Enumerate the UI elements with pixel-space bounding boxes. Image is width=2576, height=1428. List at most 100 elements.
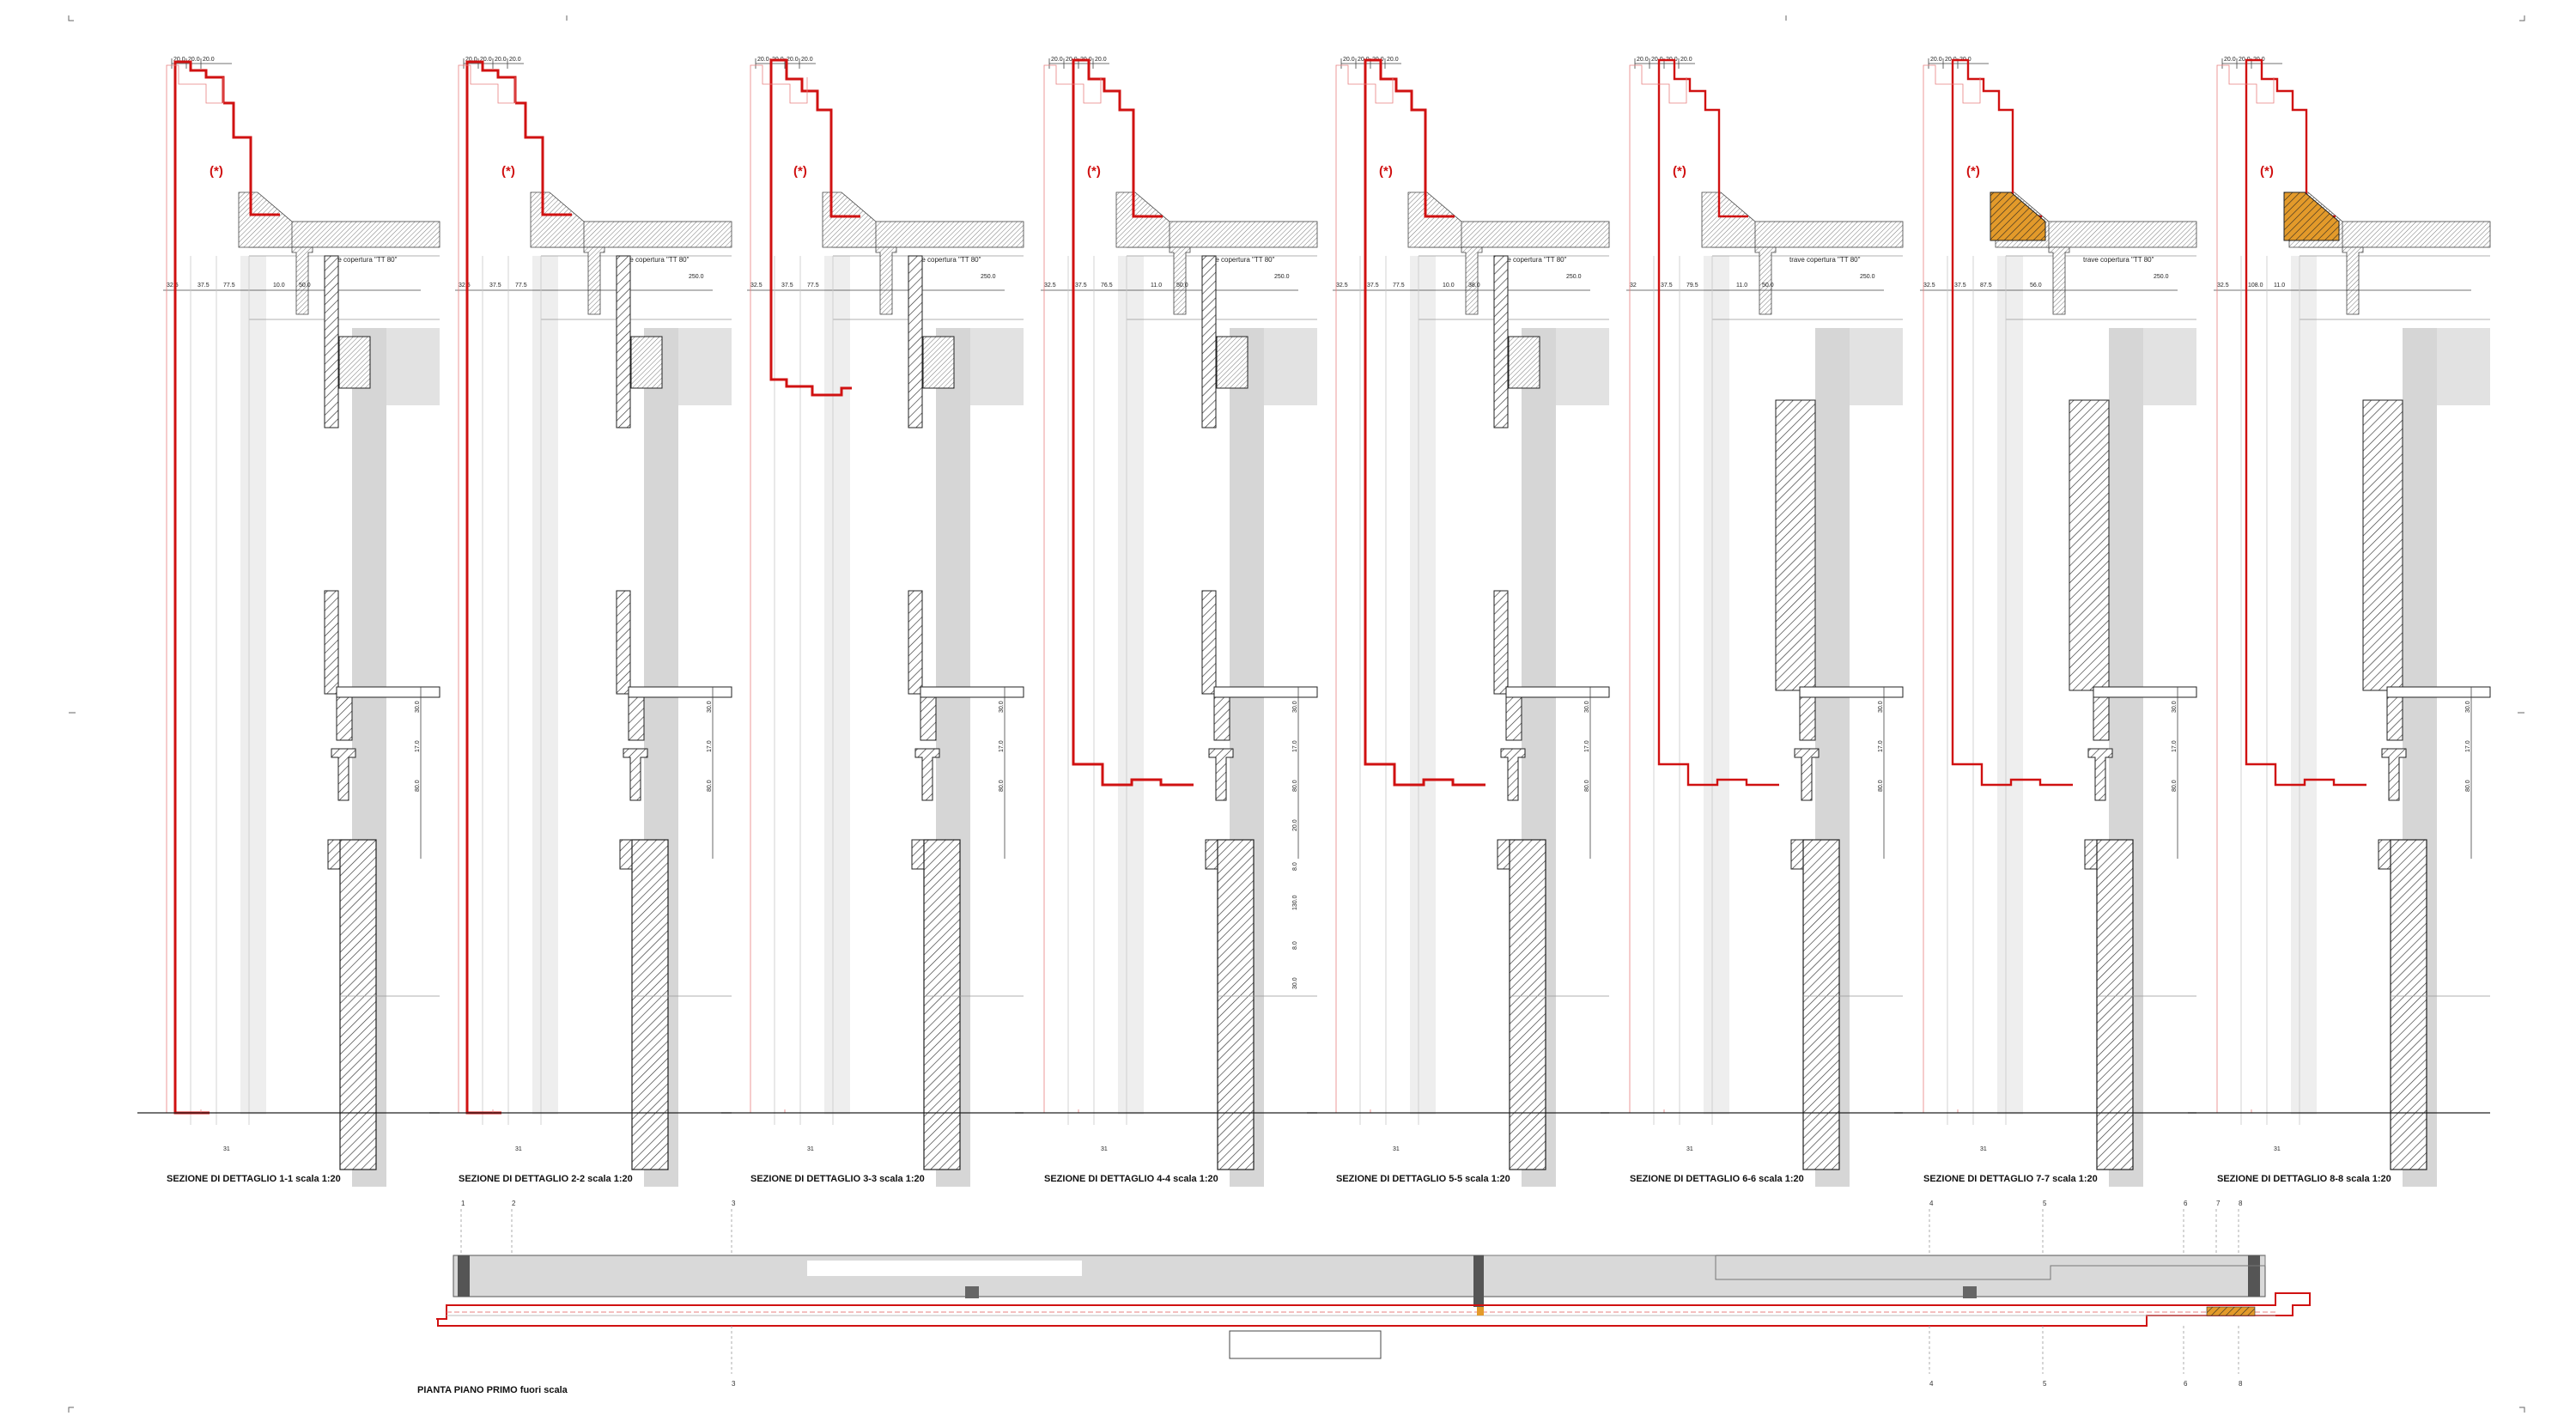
row-dimension: 32.5 bbox=[167, 283, 179, 289]
lower-wall bbox=[1802, 839, 1840, 1170]
row-dimension: 11.0 bbox=[2274, 283, 2285, 289]
floor-slab bbox=[2093, 686, 2197, 698]
slab-soffit-band bbox=[1850, 328, 1903, 405]
side-dimension: 80.0 bbox=[1292, 780, 1298, 792]
floor-slab bbox=[1213, 686, 1318, 698]
star-note: (*) bbox=[210, 164, 223, 179]
row-dimension: 32.5 bbox=[1044, 283, 1056, 289]
slab-soffit-band bbox=[2437, 328, 2490, 405]
floor-slab bbox=[1799, 686, 1904, 698]
row-dimension: 77.5 bbox=[515, 283, 527, 289]
row-dimension: 37.5 bbox=[197, 283, 210, 289]
top-dimension: 20.0 bbox=[1066, 57, 1078, 63]
lintel-block bbox=[922, 336, 955, 389]
side-dimension: 30.0 bbox=[1292, 701, 1298, 713]
slab-soffit-band bbox=[386, 328, 440, 405]
inner-finish-band bbox=[1410, 256, 1436, 1115]
plan-wall-band bbox=[453, 1255, 2266, 1297]
lower-wall bbox=[1509, 839, 1546, 1170]
ground-beam-rib bbox=[1208, 748, 1234, 801]
inner-finish-band bbox=[1118, 256, 1144, 1115]
tt-beam-rib bbox=[291, 246, 313, 315]
top-dimension: 20.0 bbox=[173, 57, 185, 63]
inner-finish-band bbox=[824, 256, 850, 1115]
side-dimension: 8.0 bbox=[1292, 941, 1298, 950]
side-dimension: 17.0 bbox=[1584, 740, 1590, 752]
section-marker: 2 bbox=[512, 1200, 516, 1207]
parapet-beam bbox=[530, 191, 585, 248]
ground-beam-rib bbox=[2381, 748, 2407, 801]
parapet-beam bbox=[822, 191, 877, 248]
top-dimension: 20.0 bbox=[495, 57, 507, 63]
beam-note: trave copertura "TT 80" bbox=[1496, 256, 1567, 264]
parapet-beam bbox=[238, 191, 293, 248]
lower-wall bbox=[2390, 839, 2427, 1170]
section-marker: 6 bbox=[2184, 1380, 2188, 1388]
plan-column bbox=[458, 1255, 470, 1297]
row-dimension: 38.0 bbox=[1468, 283, 1480, 289]
top-dimension: 20.0 bbox=[509, 57, 521, 63]
plan-lower-box bbox=[1229, 1330, 1382, 1359]
row-dimension: 76.5 bbox=[1101, 283, 1113, 289]
floor-beam bbox=[628, 696, 645, 741]
row-dimension: 37.5 bbox=[1075, 283, 1087, 289]
top-dimension: 20.0 bbox=[2239, 57, 2251, 63]
bottom-dimension: 31 bbox=[1393, 1146, 1400, 1152]
lower-wall bbox=[2096, 839, 2134, 1170]
side-dimension: 17.0 bbox=[1292, 740, 1298, 752]
window-frame-wall bbox=[1201, 255, 1217, 428]
bottom-dimension: 31 bbox=[515, 1146, 522, 1152]
row-dimension: 77.5 bbox=[223, 283, 235, 289]
floor-slab bbox=[336, 686, 440, 698]
side-dimension: 30.0 bbox=[999, 701, 1005, 713]
row-dimension: 11.0 bbox=[1736, 283, 1747, 289]
side-dimension: 30.0 bbox=[1878, 701, 1884, 713]
row-dimension: 32.5 bbox=[1923, 283, 1935, 289]
beam-note: trave copertura "TT 80" bbox=[1789, 256, 1861, 264]
section-marker: 1 bbox=[461, 1200, 465, 1207]
envelope-red-outline bbox=[173, 60, 280, 1115]
tt-beam-rib bbox=[2048, 246, 2070, 315]
top-dimension: 20.0 bbox=[2224, 57, 2236, 63]
row-dimension: 79.5 bbox=[1686, 283, 1698, 289]
solid-wall bbox=[2362, 399, 2403, 691]
section-marker: 3 bbox=[732, 1380, 736, 1388]
span-dimension: 250.0 bbox=[981, 274, 996, 280]
orange-insulation-detail bbox=[2283, 191, 2340, 241]
star-note: (*) bbox=[1379, 164, 1393, 179]
ground-beam-rib bbox=[1500, 748, 1526, 801]
parapet-beam bbox=[1407, 191, 1462, 248]
envelope-red-outline bbox=[1072, 58, 1194, 787]
side-dimension: 80.0 bbox=[2172, 780, 2178, 792]
row-dimension: 87.5 bbox=[1980, 283, 1992, 289]
plan-column bbox=[2248, 1255, 2260, 1297]
floor-slab bbox=[628, 686, 732, 698]
window-frame-wall bbox=[616, 255, 631, 428]
lintel-block bbox=[338, 336, 371, 389]
top-dimension: 20.0 bbox=[1358, 57, 1370, 63]
row-dimension: 37.5 bbox=[1367, 283, 1379, 289]
envelope-red-outline bbox=[465, 60, 572, 1115]
top-dimension: 20.0 bbox=[1945, 57, 1957, 63]
inner-finish-band bbox=[532, 256, 558, 1115]
row-dimension: 37.5 bbox=[1661, 283, 1673, 289]
section-title: SEZIONE DI DETTAGLIO 8-8 scala 1:20 bbox=[2217, 1174, 2391, 1184]
envelope-thin-outline bbox=[750, 64, 808, 1114]
section-title: SEZIONE DI DETTAGLIO 1-1 scala 1:20 bbox=[167, 1174, 341, 1184]
side-dimension: 17.0 bbox=[999, 740, 1005, 752]
row-dimension: 50.0 bbox=[1762, 283, 1774, 289]
top-dimension: 20.0 bbox=[757, 57, 769, 63]
star-note: (*) bbox=[2260, 164, 2274, 179]
tt-beam-rib bbox=[875, 246, 897, 315]
top-dimension: 20.0 bbox=[480, 57, 492, 63]
side-dimension: 17.0 bbox=[2172, 740, 2178, 752]
section-marker: 5 bbox=[2043, 1380, 2047, 1388]
top-dimension: 20.0 bbox=[801, 57, 813, 63]
top-dimension: 20.0 bbox=[1095, 57, 1107, 63]
